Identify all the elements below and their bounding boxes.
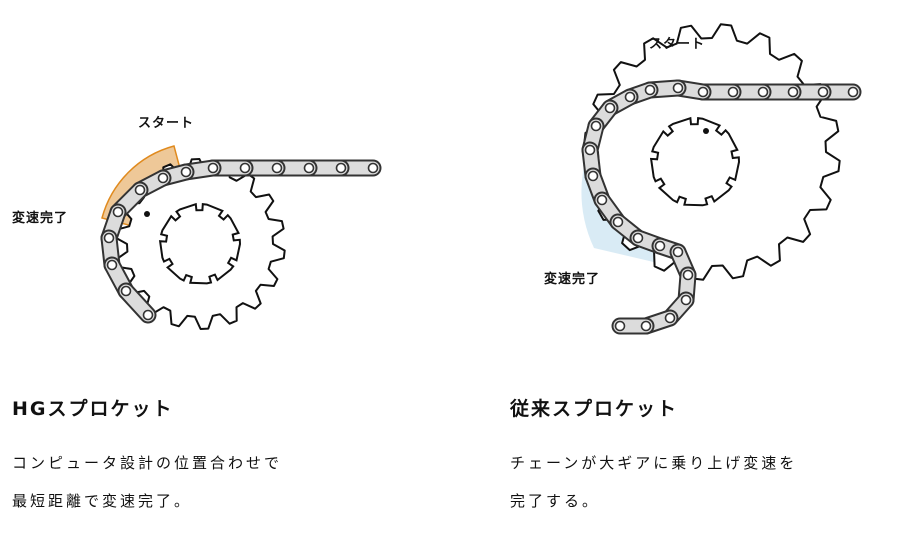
hub-hole [703, 128, 709, 134]
hg-sprocket-panel: スタート 変速完了 HGスプロケット コンピュータ設計の位置合わせで 最短距離で… [12, 116, 382, 510]
chain-pin [157, 172, 169, 184]
chain-pin [584, 144, 596, 156]
chain-pin [624, 91, 636, 103]
panel-title: 従来スプロケット [510, 398, 679, 420]
chain-pin [697, 86, 709, 98]
chain-pin [367, 162, 379, 174]
chain-pin [664, 312, 676, 324]
chain-pin [239, 162, 251, 174]
chain [100, 159, 382, 324]
chain-pin [120, 285, 132, 297]
sprocket-hub [158, 202, 242, 285]
chain-pin [614, 320, 626, 332]
chain-pin [654, 240, 666, 252]
chain-pin [142, 309, 154, 321]
shift-complete-label: 変速完了 [544, 272, 601, 287]
chain [581, 79, 862, 335]
chain-link [119, 284, 155, 322]
panel-title: HGスプロケット [12, 398, 174, 420]
chain-pin [640, 320, 652, 332]
chain-pin [271, 162, 283, 174]
chain-pin [303, 162, 315, 174]
description-line-1: チェーンが大ギアに乗り上げ変速を [510, 454, 798, 472]
chain-pin [103, 232, 115, 244]
description-line-1: コンピュータ設計の位置合わせで [12, 454, 283, 472]
hub-hole [144, 211, 150, 217]
chain-pin [134, 184, 146, 196]
chain-pin [180, 166, 192, 178]
chain-pin [632, 232, 644, 244]
conventional-sprocket-diagram [581, 23, 862, 335]
chain-pin [587, 170, 599, 182]
chain-pin [644, 84, 656, 96]
chain-pin [672, 246, 684, 258]
description-line-2: 完了する。 [510, 492, 601, 510]
chain-pin [612, 216, 624, 228]
conventional-sprocket-panel: スタート 変速完了 従来スプロケット チェーンが大ギアに乗り上げ変速を 完了する… [450, 0, 900, 535]
hg-sprocket-diagram [100, 145, 382, 330]
chain-pin [757, 86, 769, 98]
chain-pin [847, 86, 859, 98]
chain-pin [672, 82, 684, 94]
chain-pin [727, 86, 739, 98]
chain-pin [680, 294, 692, 306]
chain-pin [817, 86, 829, 98]
chain-pin [335, 162, 347, 174]
chain-pin [682, 269, 694, 281]
shift-complete-label: 変速完了 [12, 211, 69, 226]
start-label: スタート [138, 116, 195, 131]
start-label: スタート [649, 37, 706, 52]
chain-pin [112, 206, 124, 218]
chain-pin [207, 162, 219, 174]
sprocket-hub [649, 116, 741, 207]
chain-pin [596, 194, 608, 206]
description-line-2: 最短距離で変速完了。 [12, 492, 193, 510]
chain-pin [106, 259, 118, 271]
chain-pin [787, 86, 799, 98]
chain-pin [604, 102, 616, 114]
chain-pin [590, 120, 602, 132]
